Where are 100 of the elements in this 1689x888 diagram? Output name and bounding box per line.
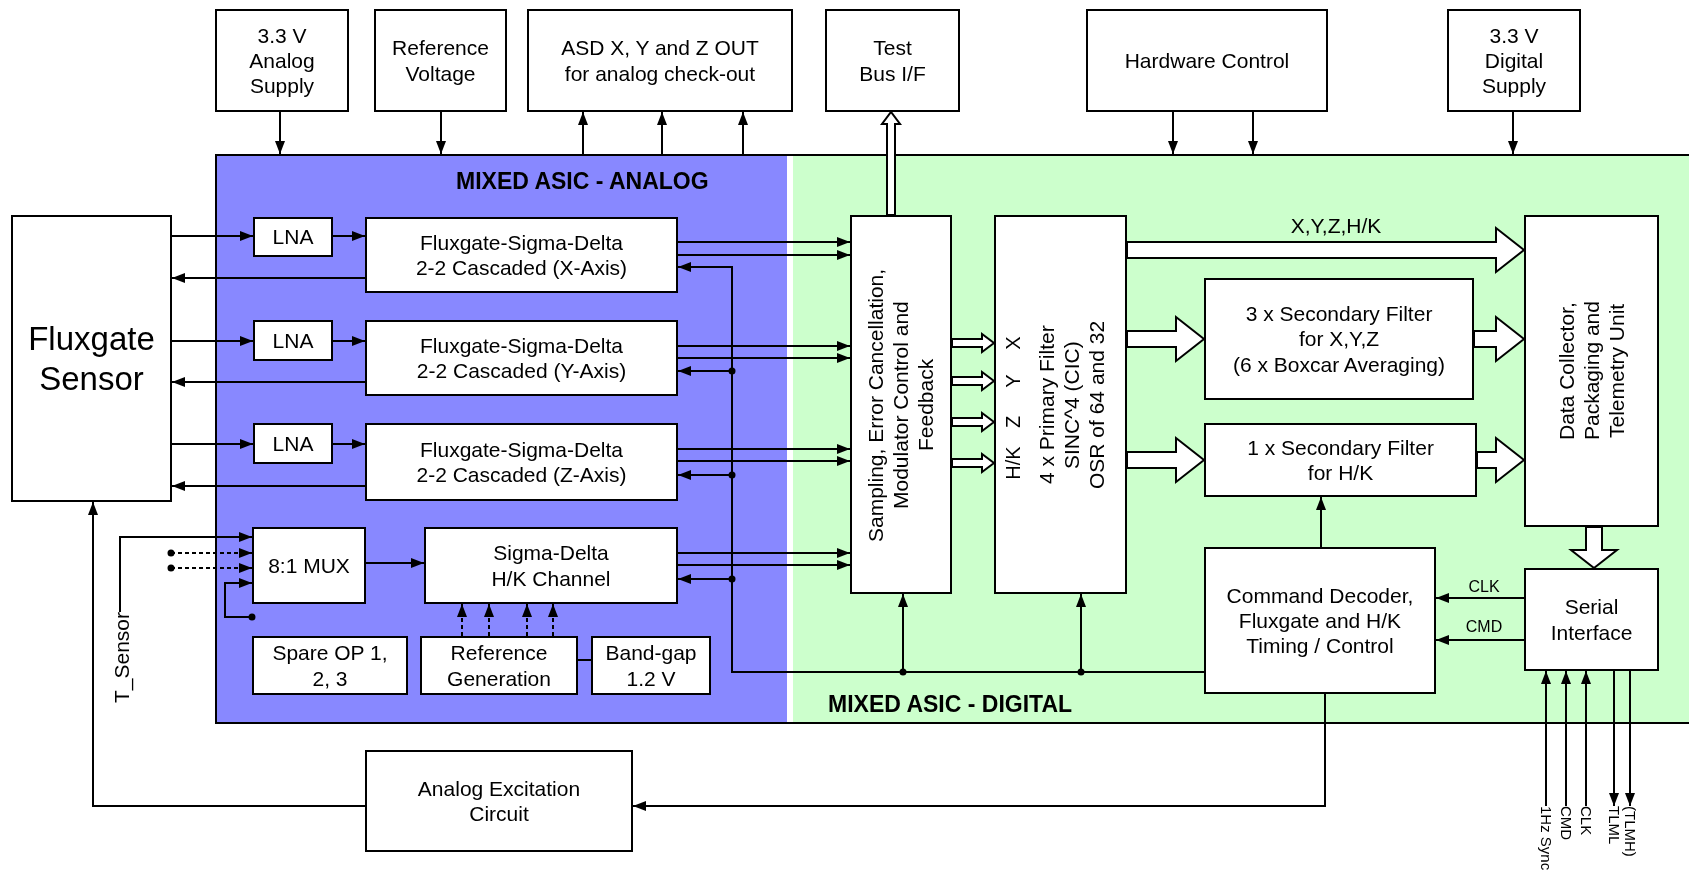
function-block xyxy=(1204,278,1474,400)
block-label: Fluxgate-Sigma-Delta 2-2 Cascaded (Z-Axis) xyxy=(415,436,628,488)
channel-label: Y xyxy=(1003,374,1023,388)
arrow xyxy=(484,603,494,637)
section-title: MIXED ASIC - DIGITAL xyxy=(828,691,1073,718)
block-label: Sampling, Error Cancellation, Modulator Control and Feedback xyxy=(863,266,939,544)
function-block xyxy=(253,423,333,464)
arrow xyxy=(632,693,1326,811)
function-block xyxy=(365,320,678,396)
block-label: Sigma-Delta H/K Channel xyxy=(490,540,612,591)
arrow xyxy=(171,336,254,346)
arrow xyxy=(1581,670,1591,807)
arrow xyxy=(1561,670,1571,807)
hollow-arrow xyxy=(951,411,996,433)
arrow xyxy=(1248,111,1258,155)
arrow xyxy=(1625,670,1635,807)
arrow xyxy=(171,231,254,241)
block-label: Hardware Control xyxy=(1124,47,1290,74)
hollow-arrow xyxy=(1126,225,1526,275)
hollow-arrow xyxy=(880,110,902,216)
arrow xyxy=(548,603,558,637)
arrow xyxy=(119,532,253,613)
section-title: MIXED ASIC - ANALOG xyxy=(456,168,709,195)
function-block xyxy=(374,9,507,112)
hollow-arrow xyxy=(1476,435,1526,485)
edge-label: X,Y,Z,H/K xyxy=(1290,214,1382,238)
arrow xyxy=(1508,111,1518,155)
block-label: LNA xyxy=(272,430,314,457)
function-block xyxy=(424,527,678,604)
block-label: 4 x Primary Filter SINC^4 (CIC) OSR of 64 and 32 xyxy=(1033,319,1110,491)
block-label: Fluxgate-Sigma-Delta 2-2 Cascaded (X-Axis) xyxy=(414,229,629,281)
block-label: Fluxgate-Sigma-Delta 2-2 Cascaded (Y-Axis) xyxy=(415,332,628,384)
arrow xyxy=(677,560,851,570)
arrow xyxy=(275,111,285,155)
signal-label: T_Sensor xyxy=(110,612,134,704)
function-block xyxy=(1204,423,1477,497)
block-label: Fluxgate Sensor xyxy=(27,318,156,399)
function-block xyxy=(253,217,333,257)
hollow-arrow xyxy=(1568,526,1620,570)
function-block xyxy=(850,215,952,594)
analog-section-panel xyxy=(215,154,787,724)
arrow xyxy=(88,501,366,807)
arrow xyxy=(332,336,366,346)
arrow xyxy=(578,111,588,155)
function-block xyxy=(527,9,793,112)
edge-label: CLK xyxy=(1468,578,1500,596)
function-block xyxy=(994,215,1127,594)
block-label: 8:1 MUX xyxy=(268,552,350,579)
block-label: 1 x Secondary Filter for H/K xyxy=(1246,434,1435,486)
arrow xyxy=(657,111,667,155)
arrow xyxy=(332,439,366,449)
arrow xyxy=(1076,593,1205,673)
block-label: Analog Excitation Circuit xyxy=(416,775,582,827)
arrow xyxy=(1435,635,1525,645)
channel-label: Z xyxy=(1003,415,1023,429)
arrow xyxy=(457,603,467,637)
pin-label: 1Hz Sync xyxy=(1538,806,1554,871)
pin-label: CMD xyxy=(1558,806,1574,841)
hollow-arrow xyxy=(1126,435,1206,485)
arrow xyxy=(436,111,446,155)
digital-section-panel xyxy=(787,154,1689,724)
arrow xyxy=(171,439,254,449)
block-label: 3.3 V Analog Supply xyxy=(248,22,316,99)
block-label: Serial Interface xyxy=(1549,594,1634,645)
hollow-arrow xyxy=(951,370,996,392)
channel-label: X xyxy=(1003,336,1023,350)
arrow xyxy=(1316,496,1326,548)
arrow xyxy=(677,341,851,351)
function-block xyxy=(365,750,633,852)
arrow xyxy=(677,456,851,466)
arrow xyxy=(332,231,366,241)
arrow xyxy=(677,548,851,558)
function-block xyxy=(11,215,172,502)
connector-line xyxy=(577,659,592,661)
arrow xyxy=(1541,670,1551,807)
hollow-arrow xyxy=(951,452,996,474)
hollow-arrow xyxy=(951,332,996,354)
arrow xyxy=(171,377,366,387)
block-label: ASD X, Y and Z OUT for analog check-out xyxy=(560,35,760,86)
arrow xyxy=(677,444,851,454)
arrow xyxy=(1168,111,1178,155)
function-block xyxy=(365,423,678,501)
function-block xyxy=(1447,9,1581,112)
block-label: Data Collector, Packaging and Telemetry Unit xyxy=(1553,300,1630,443)
hollow-arrow xyxy=(1473,314,1526,364)
channel-label: H/K xyxy=(1003,446,1023,480)
function-block xyxy=(1524,568,1659,671)
block-label: Reference Generation xyxy=(446,640,552,691)
function-block xyxy=(215,9,349,112)
block-label: LNA xyxy=(272,327,314,354)
arrow xyxy=(365,558,425,568)
arrow xyxy=(677,237,851,247)
edge-label: CMD xyxy=(1465,618,1503,636)
arrow xyxy=(171,481,366,491)
arrow xyxy=(224,578,253,618)
function-block xyxy=(1524,215,1659,527)
pin-label: CLK xyxy=(1578,806,1594,836)
block-label: 3 x Secondary Filter for X,Y,Z xyxy=(1244,301,1434,352)
block-label: 3.3 V Digital Supply xyxy=(1480,22,1548,99)
block-label: Command Decoder, Fluxgate and H/K Timing / Control xyxy=(1225,582,1415,659)
